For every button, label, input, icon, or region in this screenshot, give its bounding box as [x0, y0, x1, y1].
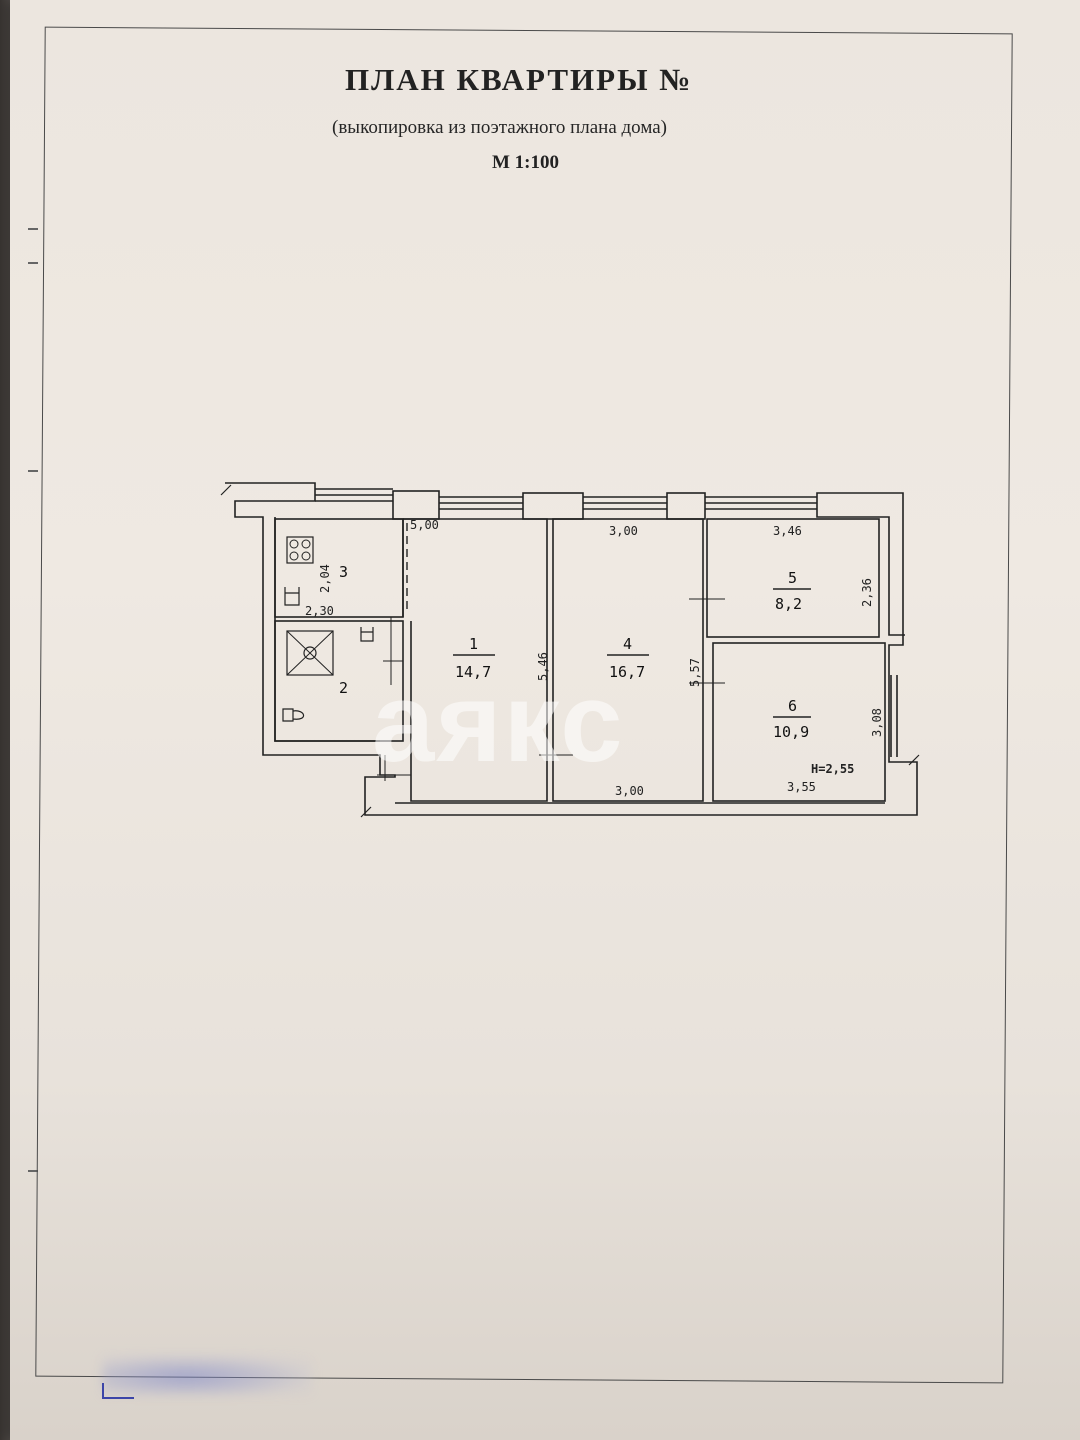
stove-icon	[286, 536, 314, 564]
room-5-area: 8,2	[775, 595, 802, 613]
window-2	[439, 496, 523, 510]
room-6-area: 10,9	[773, 723, 809, 741]
room-4-area: 16,7	[609, 663, 645, 681]
dim-room5-width: 3,46	[773, 524, 802, 538]
room-5-outline	[706, 518, 880, 638]
dim-room4-height: 5,57	[688, 658, 702, 687]
dim-room3-width: 2,30	[305, 604, 334, 618]
ceiling-height: H=2,55	[811, 762, 854, 776]
toilet-icon	[282, 708, 305, 722]
watermark-logo: аякс	[372, 660, 625, 785]
washbasin-icon	[360, 627, 374, 642]
dim-room3-height: 2,04	[318, 564, 332, 593]
pier-1	[392, 490, 440, 520]
paper-sheet: ПЛАН КВАРТИРЫ № (выкопировка из поэтажно…	[10, 0, 1080, 1440]
shower-icon	[286, 630, 334, 676]
apartment-floor-plan: 5,00 2,30 3,00 3,00 3,46 3,55 H=2,55 2,0…	[220, 482, 920, 818]
window-4	[705, 496, 817, 510]
pier-3	[666, 492, 706, 520]
room-5-number: 5	[788, 569, 797, 587]
window-3	[583, 496, 667, 510]
pier-2	[522, 492, 584, 520]
room-2-outline	[274, 620, 404, 742]
dim-room1-width: 5,00	[410, 518, 439, 532]
room-1-outline	[402, 518, 548, 802]
room-1-number: 1	[469, 635, 478, 653]
dim-room4-top: 3,00	[609, 524, 638, 538]
dim-room5-height: 2,36	[860, 578, 874, 607]
room-6-number: 6	[788, 697, 797, 715]
dim-room6-bottom: 3,55	[787, 780, 816, 794]
room-2-number: 2	[339, 679, 348, 697]
dim-room4-bottom: 3,00	[615, 784, 644, 798]
dim-room6-height: 3,08	[870, 708, 884, 737]
document-title: ПЛАН КВАРТИРЫ №	[345, 62, 693, 97]
ink-mark	[102, 1383, 134, 1399]
room-3-number: 3	[339, 563, 348, 581]
dim-room1-height: 5,46	[536, 652, 550, 681]
sink-icon	[284, 587, 300, 606]
room-1-area: 14,7	[455, 663, 491, 681]
window-1	[315, 488, 393, 502]
window-5	[890, 675, 898, 757]
room-4-number: 4	[623, 635, 632, 653]
document-scale: М 1:100	[492, 152, 560, 173]
document-subtitle: (выкопировка из поэтажного плана дома)	[332, 117, 667, 138]
room-6-outline	[712, 642, 886, 802]
redacted-signature	[102, 1355, 312, 1395]
